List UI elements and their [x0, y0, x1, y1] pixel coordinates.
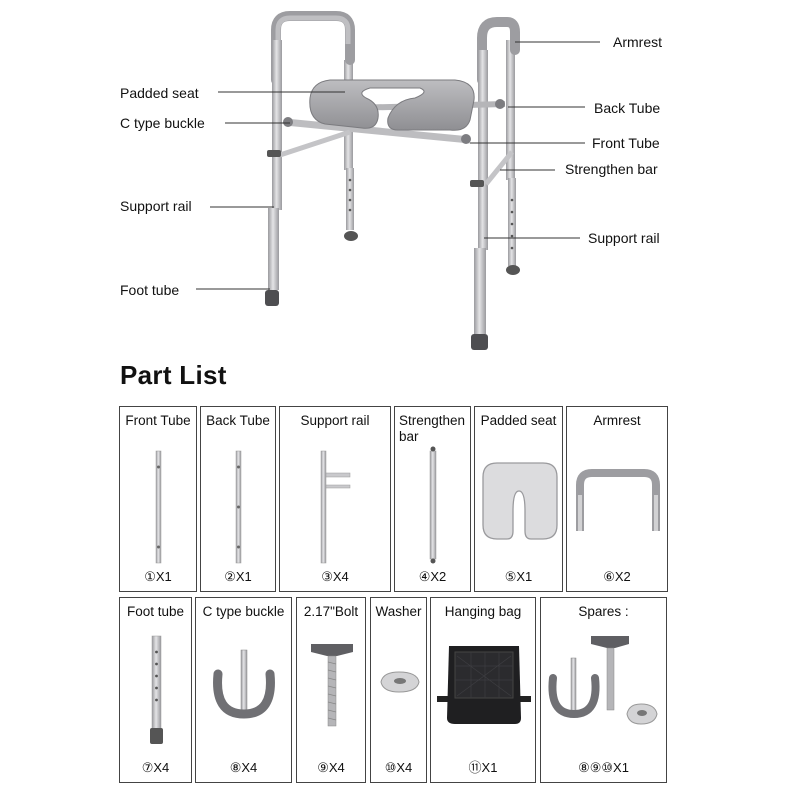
part-cell-strengthen-bar: Strengthen bar ④X2: [394, 406, 471, 592]
part-name: Back Tube: [206, 413, 270, 428]
label-support-rail-right: Support rail: [588, 230, 660, 246]
back-tube-icon: [235, 450, 242, 564]
back-right-leg: [506, 40, 520, 275]
part-qty: ⑦X4: [141, 760, 170, 775]
part-cell-front-tube: Front Tube ①X1: [119, 406, 197, 592]
foot-tube-icon: [150, 635, 163, 744]
part-qty: ⑨X4: [317, 760, 345, 775]
part-qty: ⑪X1: [468, 760, 498, 775]
c-buckle-icon: [213, 649, 275, 719]
part-cell-bolt: 2.17"Bolt ⑨X4: [296, 597, 366, 783]
adjustment-holes: [348, 178, 514, 250]
front-tube-icon: [155, 450, 162, 564]
front-right-leg: [471, 50, 488, 350]
hanging-bag-icon: [437, 646, 531, 724]
part-qty: ①X1: [144, 569, 172, 584]
label-armrest: Armrest: [613, 34, 662, 50]
part-qty: ④X2: [418, 569, 447, 584]
part-name: Padded seat: [480, 413, 557, 428]
spares-icon: [548, 636, 658, 725]
label-front-tube: Front Tube: [592, 135, 660, 151]
part-qty: ③X4: [321, 569, 349, 584]
padded-seat-icon: [482, 462, 558, 540]
part-cell-foot-tube: Foot tube ⑦X4: [119, 597, 192, 783]
label-support-rail-left: Support rail: [120, 198, 192, 214]
armrest-icon: [576, 469, 660, 531]
bolt-icon: [311, 644, 353, 727]
label-padded-seat: Padded seat: [120, 85, 199, 101]
part-name: Strengthen bar: [399, 413, 466, 444]
label-foot-tube: Foot tube: [120, 282, 180, 298]
part-qty: ⑧⑨⑩X1: [578, 760, 629, 775]
part-cell-c-type-buckle: C type buckle ⑧X4: [195, 597, 292, 783]
part-name: Washer: [375, 604, 422, 619]
part-qty: ⑥X2: [603, 569, 631, 584]
part-qty: ⑩X4: [384, 760, 413, 775]
part-name: Front Tube: [125, 413, 191, 428]
part-cell-washer: Washer ⑩X4: [370, 597, 427, 783]
part-qty: ⑧X4: [229, 760, 258, 775]
part-cell-hanging-bag: Hanging bag ⑪X1: [430, 597, 536, 783]
part-qty: ②X1: [224, 569, 252, 584]
part-name: Spares :: [578, 604, 629, 619]
part-cell-support-rail: Support rail ③X4: [279, 406, 391, 592]
part-name: Support rail: [300, 413, 370, 428]
label-c-type-buckle: C type buckle: [120, 115, 205, 131]
part-qty: ⑤X1: [504, 569, 533, 584]
front-tube-part: [284, 118, 471, 144]
part-list-title: Part List: [120, 360, 227, 390]
armrest-left: [271, 11, 355, 85]
armrest-right: [477, 17, 520, 85]
part-cell-armrest: Armrest ⑥X2: [566, 406, 668, 592]
part-cell-back-tube: Back Tube ②X1: [200, 406, 276, 592]
part-cell-spares: Spares : ⑧⑨⑩X1: [540, 597, 667, 783]
part-name: 2.17"Bolt: [303, 604, 359, 619]
strengthen-bar-right: [484, 150, 514, 186]
strengthen-bar-icon: [429, 446, 437, 564]
part-cell-padded-seat: Padded seat ⑤X1: [474, 406, 563, 592]
washer-icon: [380, 671, 420, 693]
part-name: Foot tube: [126, 604, 185, 619]
part-name: C type buckle: [202, 604, 285, 619]
part-name: Armrest: [593, 413, 641, 428]
label-strengthen-bar: Strengthen bar: [565, 161, 658, 177]
part-name: Hanging bag: [444, 604, 522, 619]
front-left-leg: [265, 40, 282, 306]
padded-seat-part: [309, 79, 475, 131]
label-back-tube: Back Tube: [594, 100, 661, 116]
support-rail-icon: [320, 450, 351, 564]
assembly-diagram: [196, 11, 600, 350]
strengthen-bar-left: [279, 129, 351, 158]
